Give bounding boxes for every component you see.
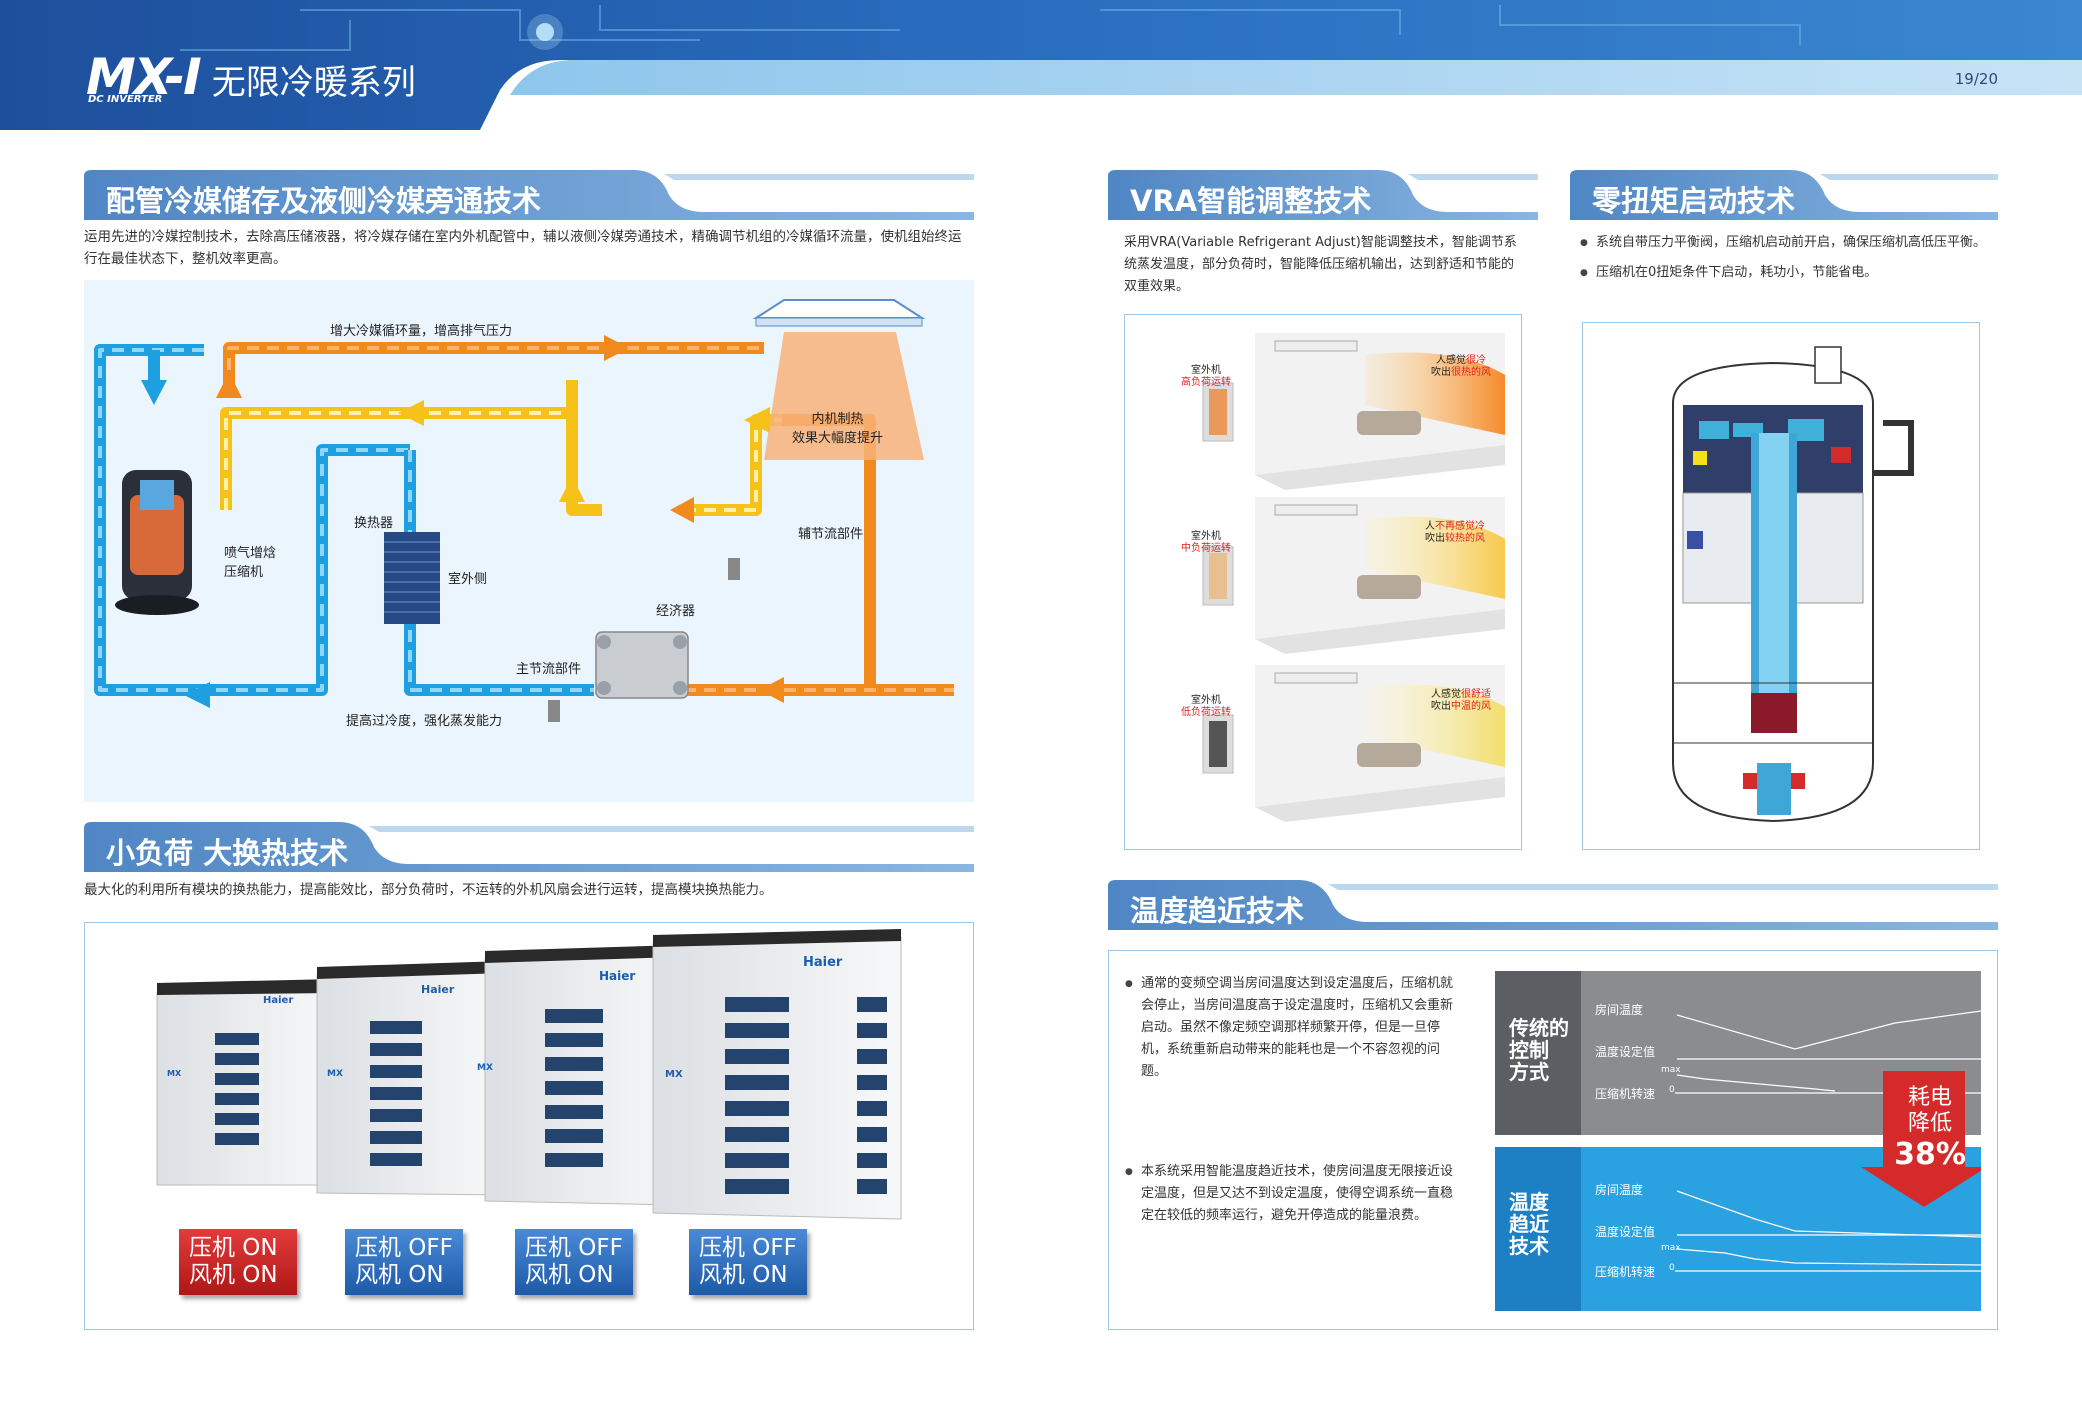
bullet-item: 系统自带压力平衡阀，压缩机启动前开启，确保压缩机高低压平衡。 [1580, 232, 1990, 254]
vra-feel-label-2: 人不再感觉冷 吹出较热的风 [1425, 521, 1485, 544]
page-number: 19/20 [1954, 70, 1998, 88]
vra-unit-label-3: 室外机 低负荷运转 [1181, 695, 1231, 718]
appr-zero: 0 [1669, 1263, 1675, 1273]
header-background [0, 0, 2082, 130]
section-title-zero-torque: 零扭矩启动技术 [1570, 170, 1998, 220]
trad-comp-speed: 压缩机转速 [1595, 1087, 1656, 1101]
mx-badge-4: MX [665, 1069, 683, 1080]
bullet-item: 通常的变频空调当房间温度达到设定温度后，压缩机就会停止，当房间温度高于设定温度时… [1125, 973, 1455, 1083]
aux-valve-label: 辅节流部件 [798, 527, 864, 542]
zero-torque-bullets: 系统自带压力平衡阀，压缩机启动前开启，确保压缩机高低压平衡。 压缩机在0扭矩条件… [1580, 232, 1990, 292]
outdoor-units-panel: Haier Haier Haier Haier MX MX MX MX 压机 O… [84, 922, 974, 1330]
status-fan: 风机 ON [699, 1262, 788, 1288]
compressor-cutaway-panel [1582, 322, 1980, 850]
section-title-vra: VRA智能调整技术 [1108, 170, 1538, 220]
status-unit-2: 压机 OFF 风机 ON [345, 1229, 463, 1295]
mx-badge-3: MX [477, 1063, 493, 1073]
vra-feel-label-1: 人感觉很冷 吹出很热的风 [1431, 355, 1491, 378]
status-compressor: 压机 OFF [699, 1235, 797, 1261]
section-title-pipe: 配管冷媒储存及液侧冷媒旁通技术 [84, 170, 974, 220]
appr-room-temp: 房间温度 [1595, 1183, 1644, 1197]
traditional-label: 传统的 控制 方式 [1509, 1016, 1569, 1084]
brand-label-4: Haier [803, 955, 843, 970]
temp-bullets: 通常的变频空调当房间温度达到设定温度后，压缩机就会停止，当房间温度高于设定温度时… [1125, 973, 1455, 1235]
compressor-label: 喷气增焓 压缩机 [224, 546, 277, 580]
indoor-heat-label: 内机制热 效果大幅度提升 [792, 412, 884, 446]
status-unit-1: 压机 ON 风机 ON [179, 1229, 297, 1295]
mx-badge-2: MX [327, 1069, 343, 1079]
appr-max: max [1661, 1243, 1681, 1253]
logo-mark: MX-I [86, 48, 202, 106]
section-title-temp: 温度趋近技术 [1108, 880, 1998, 930]
trad-zero: 0 [1669, 1085, 1675, 1095]
vra-scene-2 [1202, 497, 1505, 654]
small-load-description: 最大化的利用所有模块的换热能力，提高能效比，部分负荷时，不运转的外机风扇会进行运… [84, 882, 773, 898]
main-valve-label: 主节流部件 [516, 662, 582, 677]
bullet-item: 压缩机在0扭矩条件下启动，耗功小，节能省电。 [1580, 262, 1990, 284]
brand-label-2: Haier [421, 983, 455, 996]
status-unit-4: 压机 OFF 风机 ON [689, 1229, 807, 1295]
status-fan: 风机 ON [355, 1262, 444, 1288]
pipe-description: 运用先进的冷媒控制技术，去除高压储液器，将冷媒存储在室内外机配管中，辅以液侧冷媒… [84, 229, 962, 267]
vra-description: 采用VRA(Variable Refrigerant Adjust)智能调整技术… [1124, 235, 1517, 294]
section-title-text: 零扭矩启动技术 [1592, 184, 1796, 218]
section-title-small-load: 小负荷 大换热技术 [84, 822, 974, 872]
series-logo: MX-I DC INVERTER 无限冷暖系列 [86, 48, 416, 106]
temp-approach-panel: 通常的变频空调当房间温度达到设定温度后，压缩机就会停止，当房间温度高于设定温度时… [1108, 950, 1998, 1330]
approach-label: 温度 趋近 技术 [1509, 1190, 1549, 1258]
mx-badge-1: MX [167, 1069, 182, 1078]
status-fan: 风机 ON [525, 1262, 614, 1288]
appr-comp-speed: 压缩机转速 [1595, 1265, 1656, 1279]
heat-exchanger-label: 换热器 [354, 516, 394, 531]
logo-subtitle: DC INVERTER [88, 94, 163, 105]
vra-unit-label-1: 室外机 高负荷运转 [1181, 365, 1231, 388]
brand-label-1: Haier [263, 995, 294, 1006]
status-unit-3: 压机 OFF 风机 ON [515, 1229, 633, 1295]
top-flow-label: 增大冷媒循环量，增高排气压力 [330, 324, 513, 339]
trad-room-temp: 房间温度 [1595, 1003, 1644, 1017]
outdoor-side-label: 室外侧 [448, 572, 488, 587]
trad-set-temp: 温度设定值 [1595, 1045, 1656, 1059]
economizer-label: 经济器 [656, 604, 696, 619]
temp-comparison-graph [1495, 971, 1981, 1311]
vra-feel-label-3: 人感觉很舒适 吹出中温的风 [1431, 689, 1491, 712]
series-name: 无限冷暖系列 [211, 62, 416, 103]
compressor-cutaway-illustration [1672, 346, 1914, 823]
bullet-item: 本系统采用智能温度趋近技术，使房间温度无限接近设定温度，但是又达不到设定温度，使… [1125, 1161, 1455, 1227]
vra-scenes-panel: 室外机 高负荷运转 人感觉很冷 吹出很热的风 室外机 中负荷运转 人不再感觉冷 … [1124, 314, 1522, 850]
section-title-text: 小负荷 大换热技术 [106, 836, 349, 870]
vra-unit-label-2: 室外机 中负荷运转 [1181, 531, 1231, 554]
section-title-text: 温度趋近技术 [1130, 894, 1305, 928]
status-fan: 风机 ON [189, 1262, 278, 1288]
brand-label-3: Haier [599, 969, 636, 983]
appr-set-temp: 温度设定值 [1595, 1225, 1656, 1239]
vra-scene-1 [1202, 333, 1505, 490]
section-title-text: VRA智能调整技术 [1130, 184, 1372, 218]
refrigerant-cycle-diagram: 增大冷媒循环量，增高排气压力 内机制热 效果大幅度提升 喷气增焓 压缩机 换热器… [84, 280, 974, 802]
status-compressor: 压机 ON [189, 1235, 278, 1261]
vra-scene-3 [1202, 665, 1505, 822]
status-compressor: 压机 OFF [525, 1235, 623, 1261]
energy-saving-badge: 耗电 降低 38% [1894, 1085, 1966, 1172]
section-title-text: 配管冷媒储存及液侧冷媒旁通技术 [106, 184, 542, 218]
subcool-label: 提高过冷度，强化蒸发能力 [346, 714, 503, 729]
trad-max: max [1661, 1065, 1681, 1075]
status-compressor: 压机 OFF [355, 1235, 453, 1261]
page-header: MX-I DC INVERTER 无限冷暖系列 19/20 [0, 0, 2082, 130]
